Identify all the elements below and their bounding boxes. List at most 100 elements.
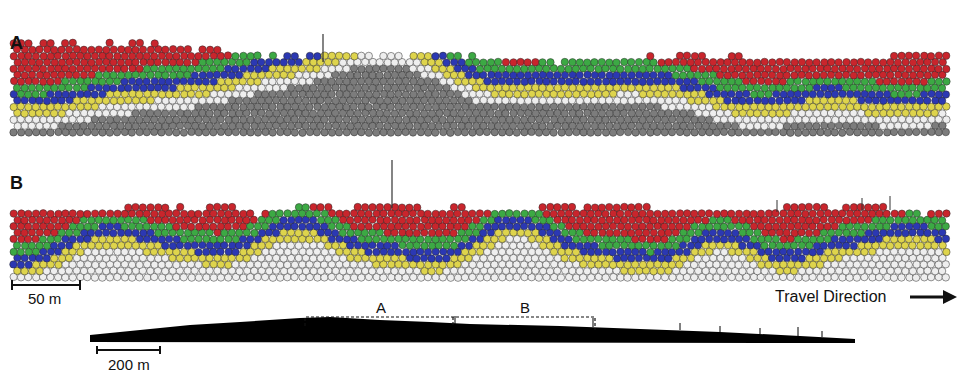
particle: [325, 123, 332, 130]
particle: [513, 273, 520, 280]
particle: [628, 110, 635, 117]
particle: [680, 97, 687, 104]
particle: [125, 123, 132, 130]
particle: [487, 59, 494, 66]
particle: [787, 116, 794, 123]
particle: [687, 59, 694, 66]
particle: [254, 116, 261, 123]
particle: [462, 91, 469, 98]
particle: [10, 65, 17, 72]
particle: [110, 46, 117, 53]
particle: [136, 91, 143, 98]
particle: [40, 116, 47, 123]
particle: [376, 267, 383, 274]
particle: [831, 65, 838, 72]
particle: [598, 110, 605, 117]
particle: [535, 274, 542, 281]
particle: [780, 261, 787, 268]
particle: [240, 52, 247, 59]
particle: [47, 40, 54, 47]
particle: [787, 261, 794, 268]
particle: [147, 122, 154, 129]
particle: [32, 91, 39, 98]
particle: [254, 129, 261, 136]
particle: [694, 71, 701, 78]
particle: [306, 52, 313, 59]
particle: [402, 91, 409, 98]
particle: [746, 123, 753, 130]
particle: [780, 65, 787, 72]
particle: [927, 53, 934, 60]
particle: [454, 78, 461, 85]
particle: [103, 71, 110, 78]
particle: [118, 72, 125, 79]
particle: [314, 53, 321, 60]
particle: [842, 268, 849, 275]
particle: [569, 59, 576, 66]
particle: [924, 72, 931, 79]
particle: [709, 123, 716, 130]
particle: [821, 59, 828, 66]
particle: [40, 91, 47, 98]
particle: [898, 129, 905, 136]
particle: [861, 129, 868, 136]
particle: [336, 78, 343, 85]
particle: [557, 274, 564, 281]
particle: [769, 59, 776, 66]
particle: [769, 122, 776, 129]
particle: [798, 97, 805, 104]
particle: [731, 122, 738, 129]
particle: [87, 110, 94, 117]
particle: [247, 129, 254, 136]
particle: [65, 46, 72, 53]
particle: [387, 91, 394, 98]
particle: [410, 52, 417, 59]
particle: [587, 129, 594, 136]
particle: [491, 78, 498, 85]
particle: [269, 52, 276, 59]
particle: [599, 84, 606, 91]
particle: [517, 58, 524, 65]
particle: [406, 84, 413, 91]
particle: [472, 84, 479, 91]
particle: [761, 123, 768, 130]
particle: [687, 71, 694, 78]
particle: [428, 72, 435, 79]
particle: [598, 58, 605, 65]
particle: [887, 110, 894, 117]
particle: [921, 52, 928, 59]
particle: [335, 129, 342, 136]
particle: [813, 72, 820, 79]
particle: [277, 78, 284, 85]
particle: [362, 84, 369, 91]
particle: [369, 268, 376, 275]
particle: [387, 52, 394, 59]
particle: [428, 110, 435, 117]
particle: [521, 78, 528, 85]
particle: [602, 129, 609, 136]
particle: [542, 116, 549, 123]
particle: [295, 85, 302, 92]
particle: [50, 122, 57, 129]
particle: [561, 110, 568, 117]
particle: [875, 129, 882, 136]
particle: [528, 65, 535, 72]
particle: [221, 268, 228, 275]
particle: [821, 268, 828, 275]
particle: [754, 59, 761, 66]
particle: [765, 78, 772, 85]
particle: [791, 84, 798, 91]
particle: [876, 78, 883, 85]
particle: [847, 90, 854, 97]
particle: [828, 59, 835, 66]
particle: [36, 267, 43, 274]
particle: [443, 59, 450, 66]
particle: [469, 116, 476, 123]
particle: [387, 116, 394, 123]
particle: [454, 52, 461, 59]
particle: [206, 71, 213, 78]
particle: [898, 103, 905, 110]
particle: [547, 110, 554, 117]
particle: [243, 72, 250, 79]
particle: [525, 268, 532, 275]
